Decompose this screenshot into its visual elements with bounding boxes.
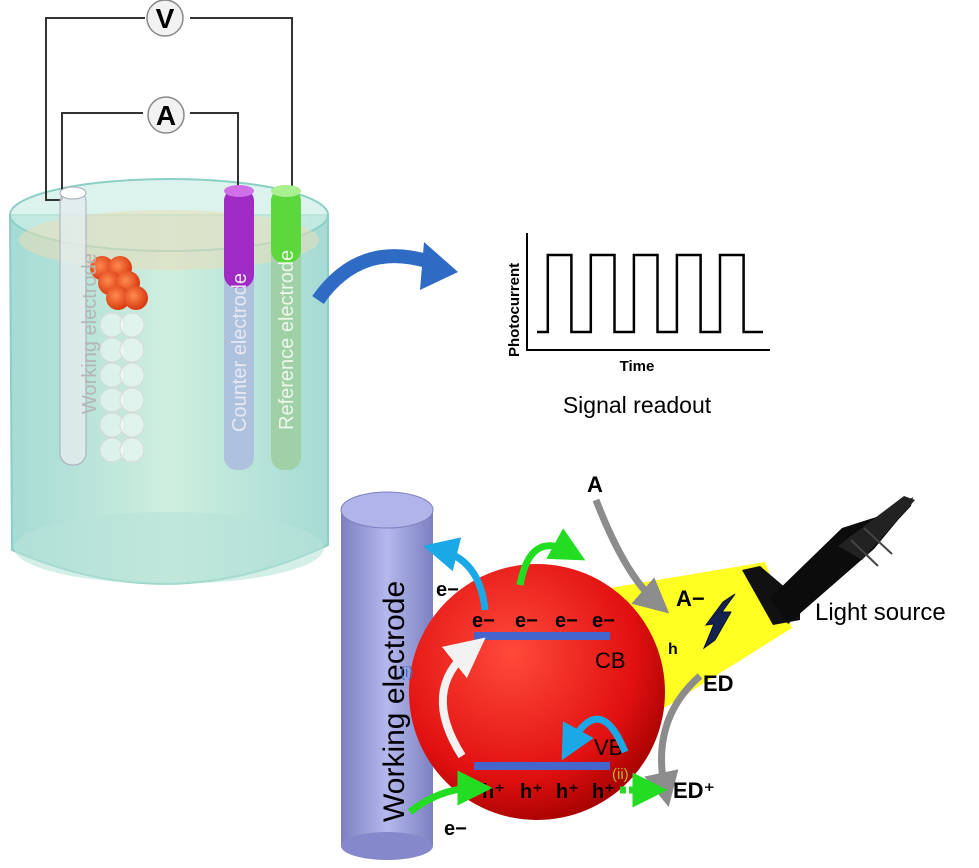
flashlight-icon <box>742 496 915 625</box>
conduction-band <box>474 632 610 640</box>
chart-ylabel: Photocurrent <box>506 263 523 357</box>
cb-electron-2: e− <box>515 610 538 632</box>
working-electrode-rod-label: Working electrode <box>378 581 411 822</box>
electron-injection-arrow <box>407 770 493 815</box>
recombination-arrow <box>561 715 629 761</box>
photon-label: h <box>668 641 678 658</box>
reference-electrode-label: Reference electrode <box>276 250 298 430</box>
step-ii-label: (ii) <box>612 766 629 783</box>
acceptor-label: A <box>587 472 603 497</box>
ammeter-label: A <box>156 100 176 131</box>
cb-electron-4: e− <box>592 610 615 632</box>
cb-electron-3: e− <box>555 610 578 632</box>
photocurrent-trace <box>537 253 763 334</box>
counter-electrode-label: Counter electrode <box>229 273 251 432</box>
circuit-wires <box>45 17 293 201</box>
vb-hole-4: h⁺ <box>592 781 615 803</box>
beaker-bottom <box>14 512 324 584</box>
step-i-label: (i) <box>400 664 413 681</box>
voltmeter: V <box>146 0 184 37</box>
mechanism-diagram: Working electrode e− e− e− e− h⁺ h⁺ h⁺ h… <box>340 472 946 860</box>
vb-hole-2: h⁺ <box>520 781 543 803</box>
electron-transfer-arrow <box>423 537 489 611</box>
photon-icon <box>702 593 736 650</box>
photocurrent-chart: Photocurrent Time Signal readout <box>506 233 770 418</box>
working-electrode <box>59 186 87 466</box>
donor-label: ED <box>703 671 734 696</box>
working-electrode-label: Working electrode <box>79 253 101 414</box>
readout-arrow <box>312 242 458 305</box>
acceptor-arrow <box>516 528 586 586</box>
light-source-label: Light source <box>815 599 946 626</box>
counter-electrode <box>224 185 254 470</box>
vb-hole-3: h⁺ <box>556 781 579 803</box>
voltmeter-label: V <box>156 3 175 34</box>
electron-label: e− <box>436 579 459 601</box>
semiconductor-particle <box>409 564 665 820</box>
reference-electrode <box>271 185 301 470</box>
excitation-arrow <box>438 637 486 759</box>
electron-in-label: e− <box>444 818 467 840</box>
cb-electron-1: e− <box>472 610 495 632</box>
ammeter: A <box>147 96 185 134</box>
cb-label: CB <box>595 648 626 673</box>
donor-oxidized-label: ED⁺ <box>673 778 715 803</box>
electrochemical-cell: V A Working e <box>8 0 329 585</box>
valence-band <box>474 762 610 770</box>
signal-caption: Signal readout <box>563 392 712 418</box>
chart-xlabel: Time <box>620 358 655 375</box>
acceptor-reduction-arrow <box>592 498 670 614</box>
acceptor-reduced-label: A− <box>676 586 705 611</box>
nanoparticle-chain <box>90 256 148 463</box>
vb-hole-1: h⁺ <box>482 781 505 803</box>
